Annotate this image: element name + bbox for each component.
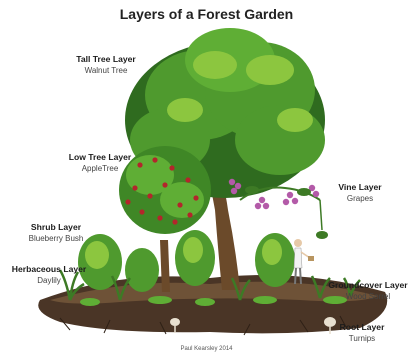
- label-groundcover-name: Groundcover Layer: [324, 280, 412, 291]
- artist-credit: Paul Kearsley 2014: [0, 346, 413, 352]
- label-groundcover-example: Wood Sorrel: [324, 291, 412, 302]
- label-shrub: Shrub Layer Blueberry Bush: [16, 222, 96, 244]
- label-tall-tree: Tall Tree Layer Walnut Tree: [58, 54, 154, 76]
- label-herbaceous: Herbaceous Layer Daylily: [4, 264, 94, 286]
- label-root: Root Layer Turnips: [322, 322, 402, 344]
- label-herbaceous-name: Herbaceous Layer: [4, 264, 94, 275]
- label-vine: Vine Layer Grapes: [322, 182, 398, 204]
- label-root-name: Root Layer: [322, 322, 402, 333]
- label-shrub-example: Blueberry Bush: [16, 233, 96, 244]
- label-vine-name: Vine Layer: [322, 182, 398, 193]
- label-low-tree: Low Tree Layer AppleTree: [54, 152, 146, 174]
- label-tall-tree-name: Tall Tree Layer: [58, 54, 154, 65]
- label-root-example: Turnips: [322, 333, 402, 344]
- label-low-tree-name: Low Tree Layer: [54, 152, 146, 163]
- label-herbaceous-example: Daylily: [4, 275, 94, 286]
- label-vine-example: Grapes: [322, 193, 398, 204]
- label-tall-tree-example: Walnut Tree: [58, 65, 154, 76]
- label-low-tree-example: AppleTree: [54, 163, 146, 174]
- label-shrub-name: Shrub Layer: [16, 222, 96, 233]
- label-groundcover: Groundcover Layer Wood Sorrel: [324, 280, 412, 302]
